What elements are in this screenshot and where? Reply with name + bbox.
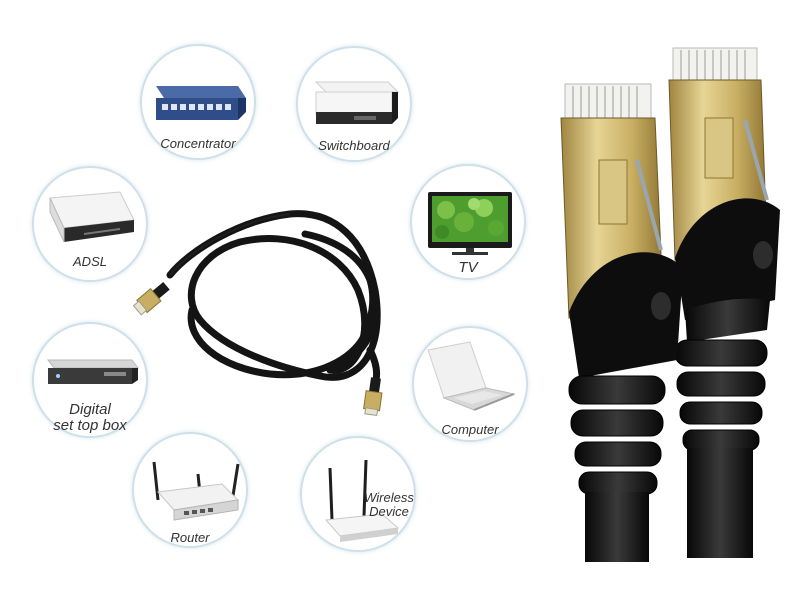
- set-top-box-icon: [47, 359, 139, 384]
- device-set-top-box: Digital set top box: [32, 322, 148, 438]
- router-icon: [152, 461, 240, 521]
- computer-label: Computer: [441, 422, 499, 437]
- device-computer: Computer: [412, 326, 528, 442]
- device-switchboard: Switchboard: [296, 46, 412, 162]
- adsl-modem-icon: [49, 191, 135, 243]
- wireless-label-line1: Wireless: [364, 490, 414, 505]
- device-router: Router: [132, 432, 248, 548]
- concentrator-label: Concentrator: [160, 136, 236, 151]
- adsl-label: ADSL: [73, 254, 107, 269]
- wireless-router-icon: [324, 459, 400, 542]
- rj45-plug-icon: [560, 47, 780, 562]
- device-concentrator: Concentrator: [140, 44, 256, 160]
- wireless-label-line2: Device: [369, 504, 409, 519]
- network-switch-icon: [314, 81, 400, 124]
- tv-icon: [428, 192, 512, 255]
- tv-label: TV: [458, 259, 478, 276]
- ethernet-cable-icon: [132, 210, 383, 417]
- switchboard-label: Switchboard: [318, 138, 390, 153]
- device-wireless: Wireless Device: [300, 436, 416, 552]
- laptop-icon: [427, 341, 516, 411]
- network-hub-icon: [156, 86, 246, 120]
- device-tv: TV: [410, 164, 526, 280]
- set-top-box-label-line2: set top box: [53, 417, 127, 434]
- set-top-box-label-line1: Digital: [69, 401, 111, 418]
- device-adsl: ADSL: [32, 166, 148, 282]
- router-label: Router: [170, 530, 210, 545]
